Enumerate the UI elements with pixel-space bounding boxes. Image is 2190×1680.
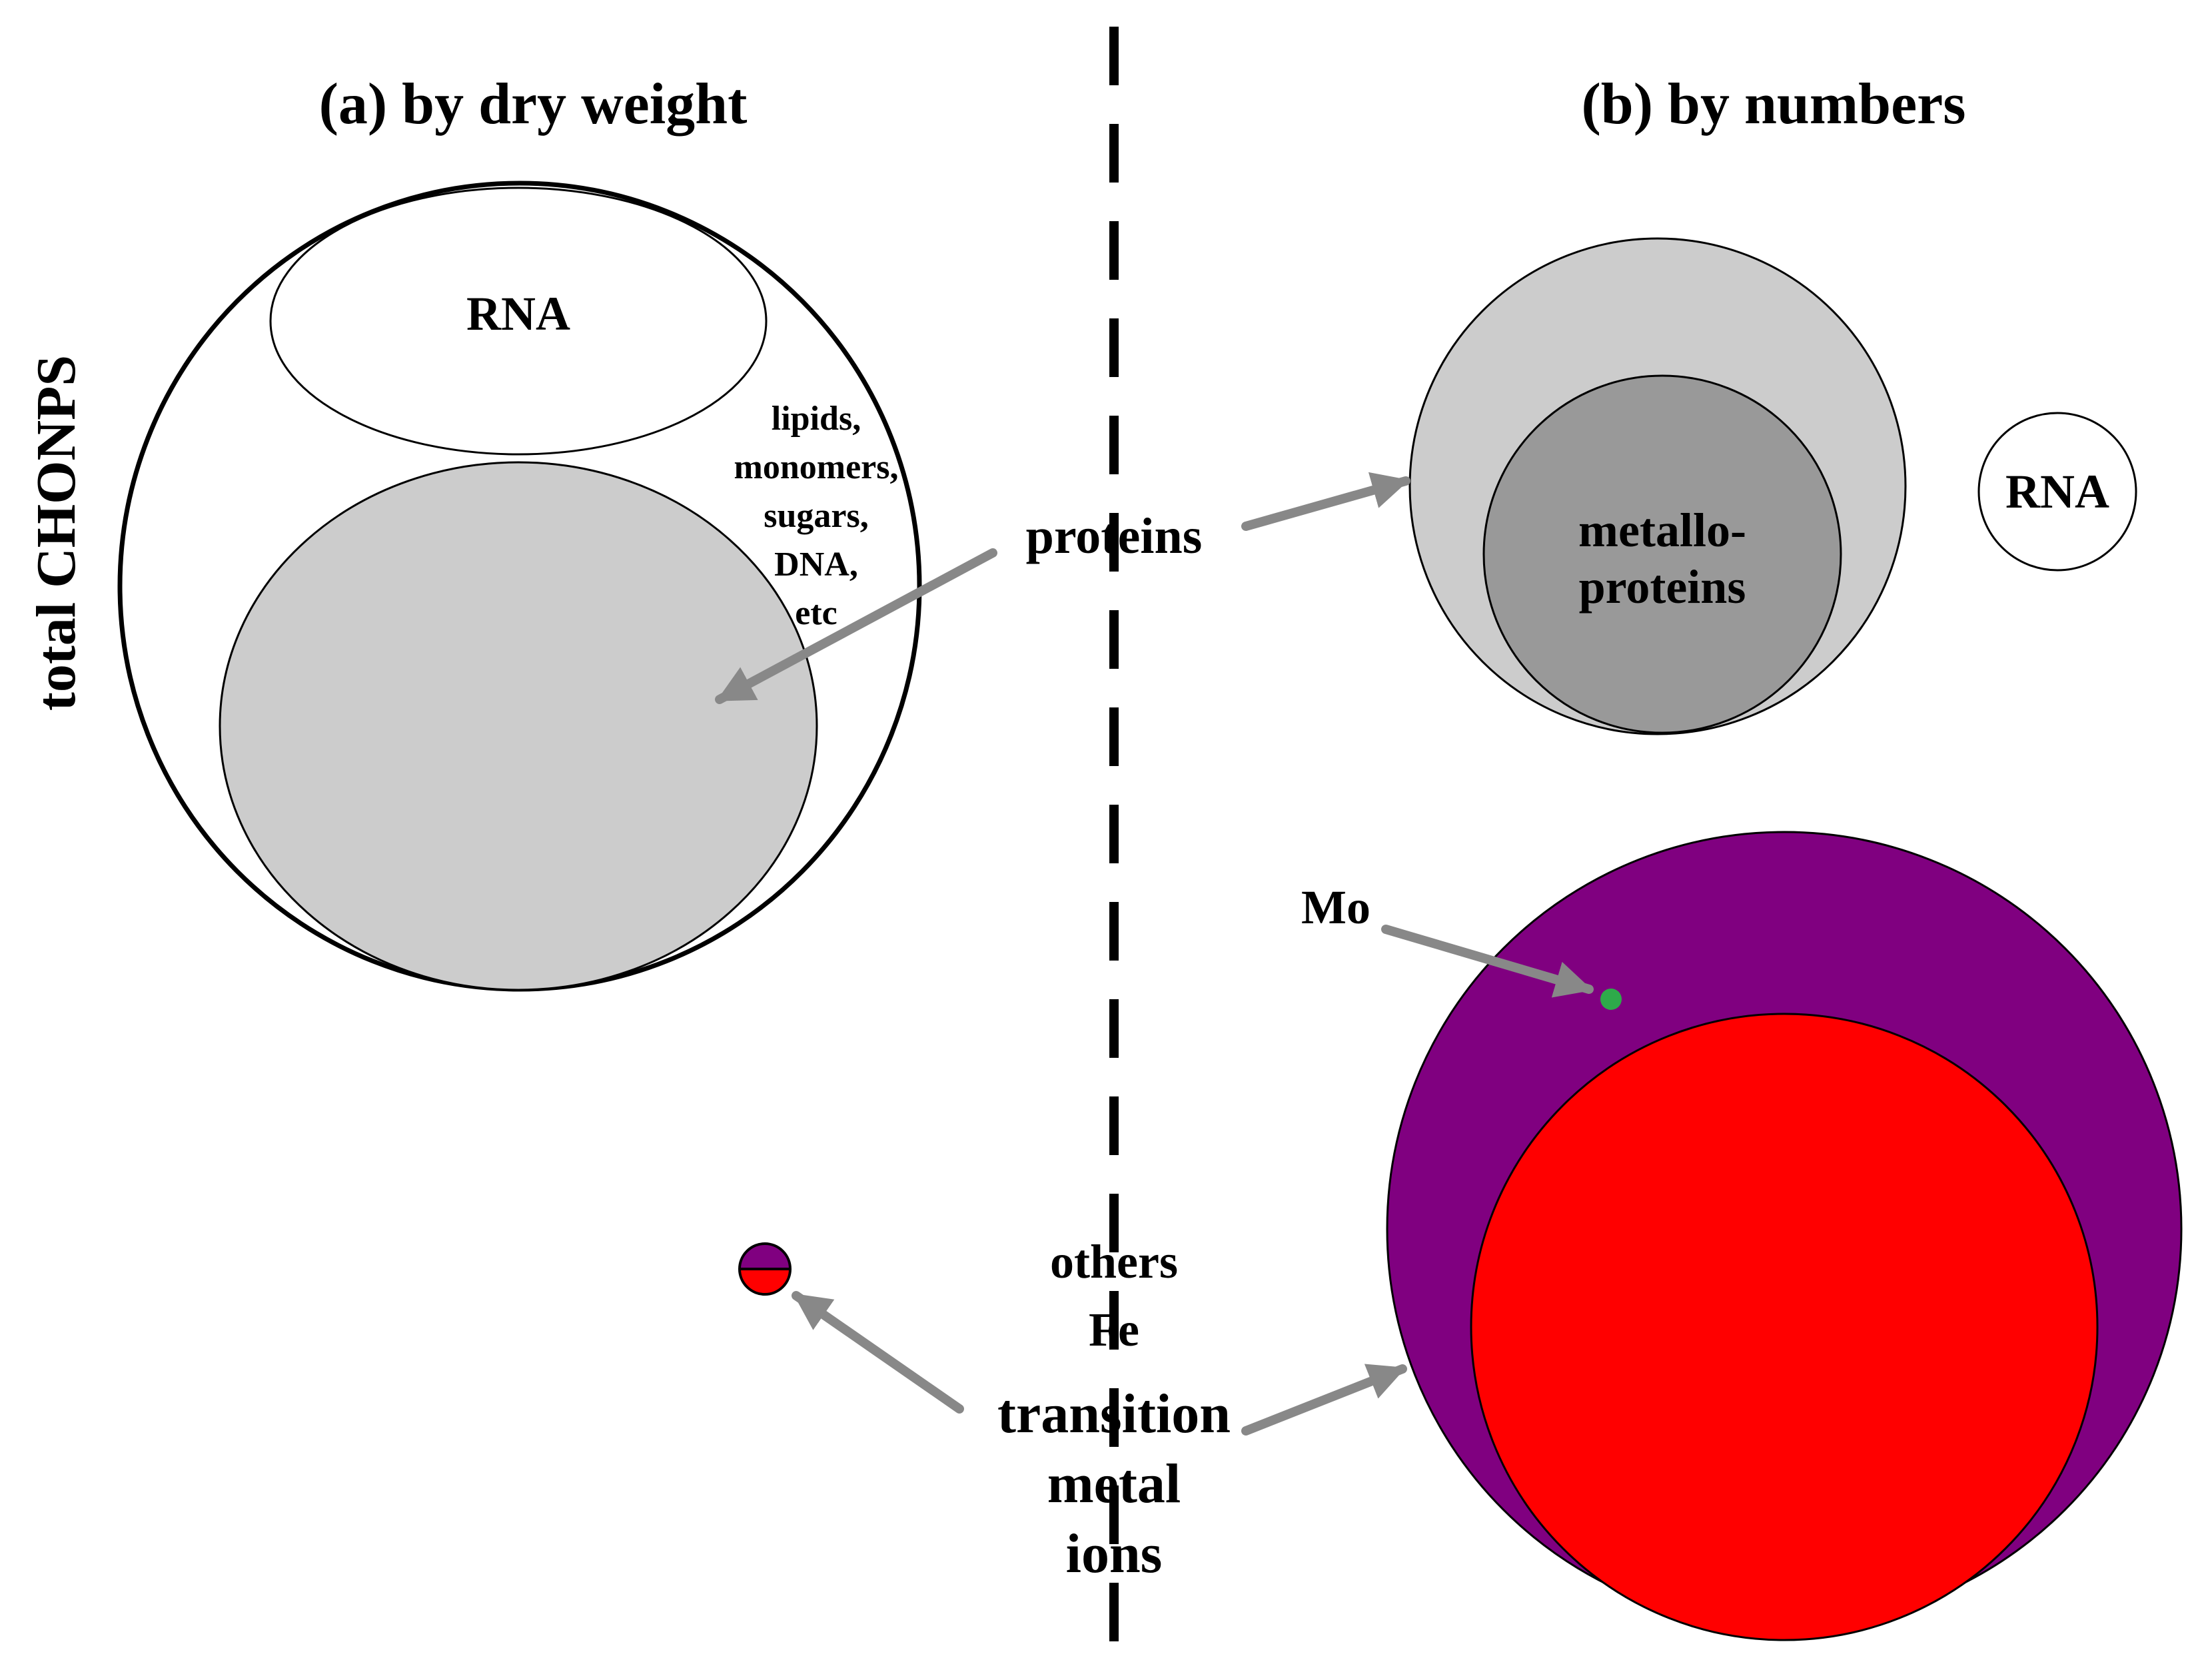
metal-ions-circle-a <box>738 1242 792 1296</box>
svg-text:sugars,: sugars, <box>764 497 868 535</box>
metalloproteins-label-line1: metallo- <box>1578 504 1746 557</box>
metalloproteins-circle <box>1482 374 1842 734</box>
others-label: others <box>1050 1235 1178 1288</box>
arrow-mo <box>1381 925 1594 998</box>
rna-circle-b <box>1977 412 2137 572</box>
arrow-proteins-to-b <box>1241 472 1410 531</box>
svg-text:etc: etc <box>795 594 837 632</box>
proteins-label: proteins <box>1026 508 1203 564</box>
transition-metal-ions-line1: transition <box>997 1383 1231 1445</box>
svg-text:lipids,: lipids, <box>772 400 861 438</box>
svg-text:DNA,: DNA, <box>774 546 858 584</box>
rna-ellipse-a <box>269 187 768 456</box>
mo-label: Mo <box>1301 881 1370 934</box>
misc-components-label: lipids, monomers, sugars, DNA, etc <box>734 400 899 632</box>
fe-circle <box>1470 1013 2099 1641</box>
transition-metal-ions-line2: metal <box>1047 1453 1181 1515</box>
arrow-metals-to-a <box>792 1291 964 1414</box>
metalloproteins-label-line2: proteins <box>1579 560 1746 614</box>
transition-metal-ions-line3: ions <box>1066 1523 1163 1585</box>
svg-text:monomers,: monomers, <box>734 448 899 486</box>
arrow-metals-to-b <box>1241 1364 1407 1436</box>
rna-label-b: RNA <box>2005 465 2109 518</box>
fe-label: Fe <box>1089 1303 1139 1356</box>
panel-b-title: (b) by numbers <box>1582 72 1966 137</box>
arrow-proteins-to-a <box>715 548 997 704</box>
panel-a-title: (a) by dry weight <box>319 72 748 137</box>
proteins-circle-a <box>219 461 818 991</box>
rna-label-a: RNA <box>466 287 570 340</box>
mo-dot <box>1600 989 1622 1010</box>
total-chonps-label: total CHONPS <box>25 355 87 711</box>
